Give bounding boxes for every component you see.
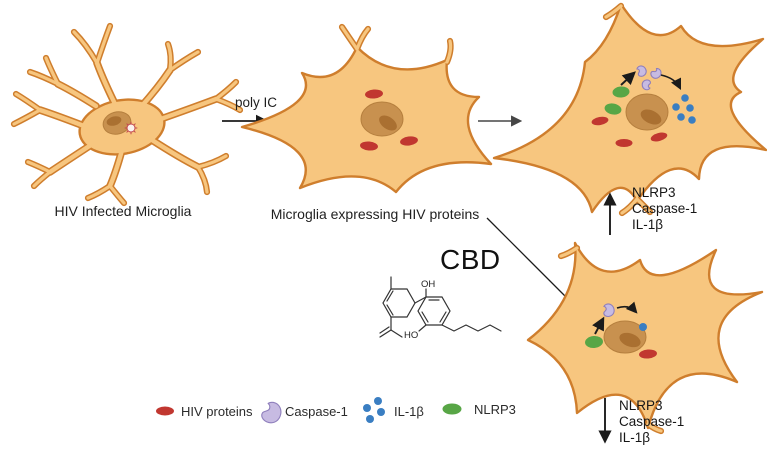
nlrp3-blob [612,86,630,98]
hiv-virion-icon [124,121,138,135]
ho-label: HO [404,330,418,341]
pathway-up-caspase1: Caspase-1 [632,201,698,216]
hiv-infected-microglia-cell [10,22,244,207]
legend-caspase1-icon [259,399,285,427]
hiv-protein-blob [400,136,418,146]
pathway-up-il1b: IL-1β [632,217,664,232]
nucleolus [640,109,662,125]
legend-markers [156,397,462,427]
nlrp3-blob [604,103,622,115]
secretion-arrow [616,301,638,314]
legend-hiv-protein-icon [156,406,174,416]
legend-il1b-icon [363,397,385,423]
secretion-arrow [660,74,682,91]
infected-microglia-label: HIV Infected Microglia [54,203,192,219]
pathway-down-caspase1: Caspase-1 [619,414,685,429]
nucleolus [106,116,122,126]
hiv-protein-blob [365,89,383,99]
pathway-up-text: NLRP3 Caspase-1 IL-1β [632,185,697,233]
cbd-structure: OH HO [379,276,502,341]
pathway-down-nlrp3: NLRP3 [619,398,663,413]
cbd-treated-microglia-cell [526,241,764,435]
upregulation-arrow [620,71,636,86]
legend-il1b-label: IL-1β [394,404,424,419]
upregulation-arrow [592,316,605,335]
hiv-protein-blob [639,349,657,359]
poly-ic-label: poly IC [234,95,278,110]
il1b-dot [677,113,685,121]
legend-hiv-proteins-label: HIV proteins [181,404,253,419]
hiv-protein-blob [615,139,633,147]
oh-label: OH [421,279,435,290]
pathway-up-nlrp3: NLRP3 [632,185,676,200]
il1b-dot [681,94,689,102]
legend-nlrp3-label: NLRP3 [474,402,516,417]
pathway-down-text: NLRP3 Caspase-1 IL-1β [619,398,684,446]
hiv-protein-blob [360,141,378,151]
nucleolus [379,115,397,131]
legend-caspase1-label: Caspase-1 [285,404,348,419]
microglia-branches [10,22,244,207]
nlrp3-blob [585,335,603,349]
il1b-dot [672,103,680,111]
expressing-microglia-label: Microglia expressing HIV proteins [270,206,480,222]
cbd-label: CBD [440,244,501,275]
il1b-dot [688,116,696,124]
il1b-dot [639,323,647,331]
nucleolus [619,332,641,348]
cbd-treatment-arrow [486,217,575,306]
microglia-expressing-cell [240,23,493,194]
hiv-protein-blob [591,116,609,126]
pathway-down-il1b: IL-1β [619,430,651,445]
hiv-protein-blob [650,132,668,142]
legend-nlrp3-icon [442,403,462,415]
activated-microglia-cell [492,2,767,217]
il1b-dot [686,104,694,112]
